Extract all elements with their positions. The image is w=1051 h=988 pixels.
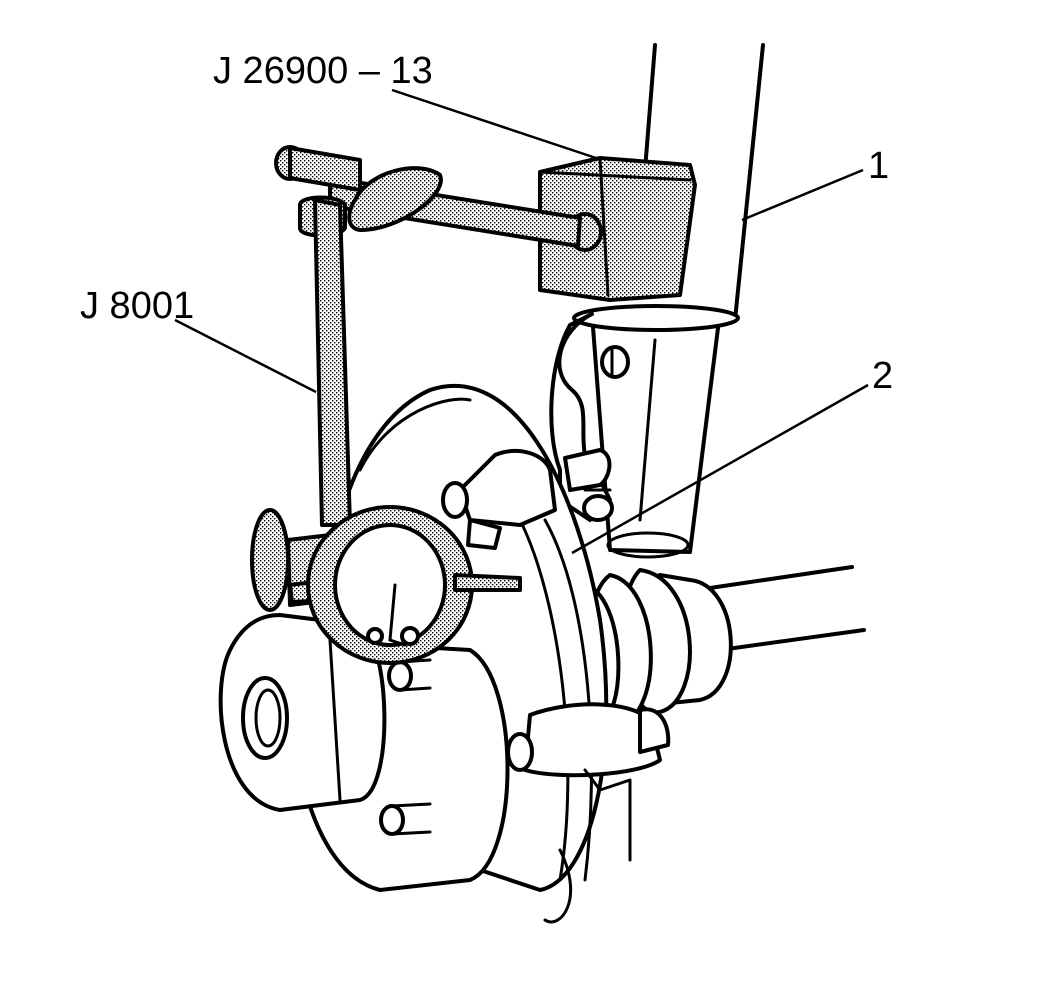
- caliper-upper: [441, 449, 557, 550]
- knuckle-bracket: [549, 312, 630, 522]
- callout-2: 2: [872, 355, 893, 397]
- callout-1: 1: [868, 145, 889, 187]
- caliper-lower: [506, 702, 671, 862]
- callout-tool-extension: J 26900 – 13: [213, 50, 433, 92]
- axle-shaft: [708, 565, 866, 652]
- indicator-post: [313, 198, 352, 527]
- extension-rod: [274, 145, 582, 248]
- dial-indicator: [250, 505, 522, 665]
- callout-tool-indicator: J 8001: [80, 285, 194, 327]
- leader-lines: [174, 88, 869, 555]
- wheel-hub: [218, 613, 510, 892]
